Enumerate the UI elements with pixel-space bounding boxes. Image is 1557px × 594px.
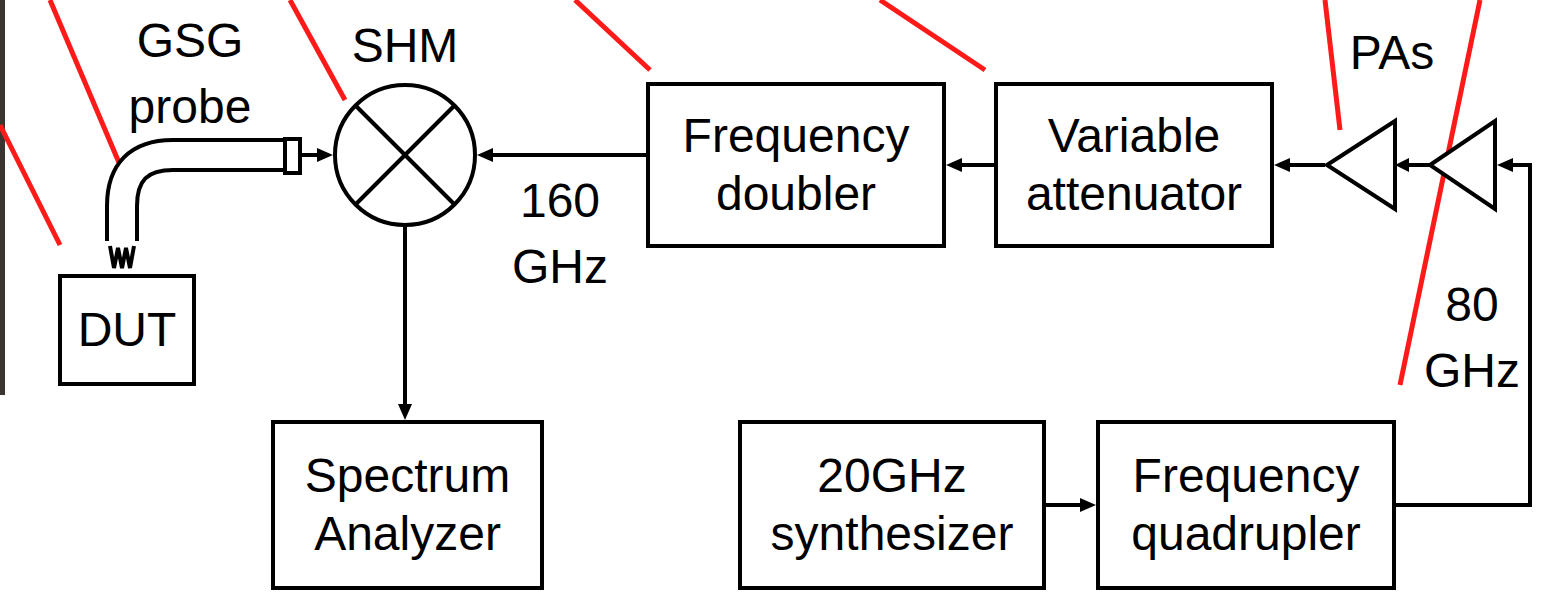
box-label: Frequency quadrupler [1110,447,1382,563]
signal-arrow [1396,158,1530,505]
process-box: Frequency doubler [646,82,946,248]
red-leader-lines [0,0,1480,385]
mixer-node: SHM [333,83,477,227]
signal-arrow [398,227,412,420]
process-box: Variable attenuator [994,82,1274,248]
signal-arrow [1046,498,1096,512]
box-label: Frequency doubler [660,107,932,223]
process-box: Spectrum Analyzer [271,420,544,590]
box-label: 20GHz synthesizer [752,447,1032,563]
process-box: DUT [58,274,196,386]
process-box: 20GHz synthesizer [738,420,1046,590]
mixer-symbol [333,83,477,227]
box-label: DUT [78,301,177,359]
box-label: Variable attenuator [1008,107,1260,223]
gsg-probe-symbol [100,131,300,271]
amplifier-node: PAs [1325,118,1497,212]
photo-edge [0,0,5,395]
signal-arrow [300,148,333,162]
frequency-label: 160 GHz [505,168,615,300]
node-heading: PAs [1332,20,1452,86]
probe-node: GSG probe [100,131,300,271]
process-box: Frequency quadrupler [1096,420,1396,590]
node-heading: GSG probe [105,8,275,140]
signal-arrow [1274,158,1325,172]
amplifier-symbols [1325,118,1497,212]
signal-arrow [477,148,646,162]
signal-arrow [946,158,994,172]
frequency-label: 80 GHz [1418,272,1526,404]
node-heading: SHM [325,13,485,79]
box-label: Spectrum Analyzer [285,447,530,563]
